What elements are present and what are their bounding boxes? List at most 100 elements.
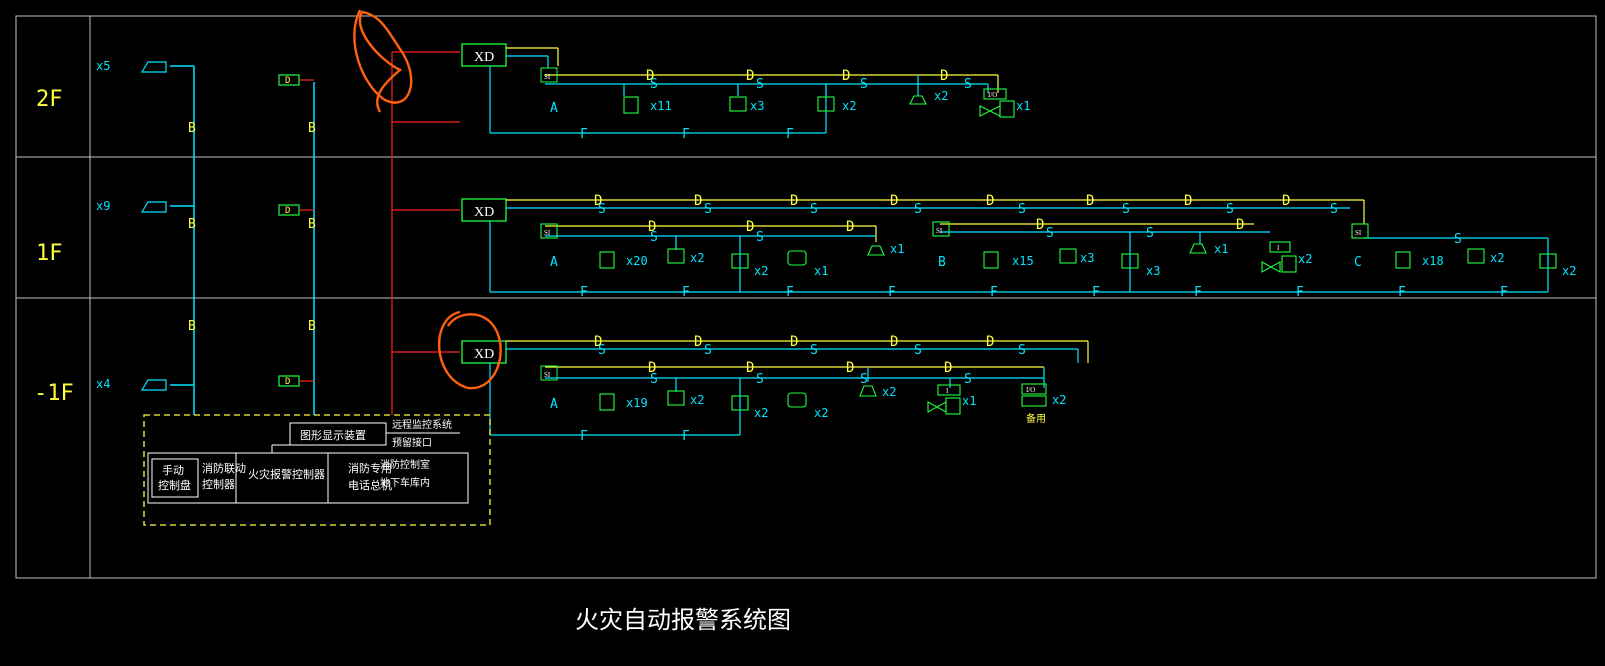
smoke-detector-icon (1395, 251, 1411, 269)
count: x11 (650, 99, 672, 113)
bus-b-label: B (188, 319, 196, 334)
si-module-label: SI (936, 227, 943, 235)
count: x2 (842, 99, 856, 113)
bus-s-label: S (756, 372, 764, 387)
zone-a-label: A (550, 397, 558, 412)
bus-s-label: S (650, 77, 658, 92)
loop-2f: SI D D D D S S S S F F F A I/O (489, 47, 1030, 142)
bus-s-label: S (756, 77, 764, 92)
bus-d-label: D (1282, 193, 1290, 209)
damper-icon (945, 397, 961, 415)
fan-label: 备用 (1026, 412, 1046, 425)
io-module-icon (1021, 383, 1047, 395)
count: x20 (626, 254, 648, 268)
module-box-icon (278, 204, 300, 216)
bus-f-label: F (1194, 285, 1202, 300)
count: x2 (1490, 251, 1504, 265)
bus-f-label: F (1296, 285, 1304, 300)
smoke-detector-icon (623, 96, 639, 114)
bus-d-label: D (986, 193, 994, 209)
count: x18 (1422, 254, 1444, 268)
diagram-title: 火灾自动报警系统图 (575, 607, 791, 634)
module-box-icon (278, 74, 300, 86)
phone-jack-icon (787, 250, 807, 266)
bus-d-label: D (746, 68, 754, 84)
bus-f-label: F (580, 285, 588, 300)
bus-d-label: D (1086, 193, 1094, 209)
heat-detector-icon (1059, 248, 1077, 264)
bus-f-label: F (786, 285, 794, 300)
floor-label-1f: 1F (36, 241, 63, 266)
zone-b-label: B (938, 255, 946, 270)
bus-s-label: S (964, 77, 972, 92)
count: x2 (754, 406, 768, 420)
bus-d-label: D (594, 334, 602, 350)
bus-d-label: D (646, 68, 654, 84)
io-label: I/O (988, 91, 997, 99)
bus-d-label: D (1184, 193, 1192, 209)
io-module-icon (983, 88, 1007, 100)
bus-d-label: D (694, 193, 702, 209)
loop-1f: SI SI SI D D D D D D D D D D D D D S S S… (489, 193, 1576, 300)
bus-b-label: B (188, 217, 196, 232)
bus-b-label: B (188, 121, 196, 136)
zone-a-label: A (550, 255, 558, 270)
io-module-icon (1269, 241, 1291, 253)
manual-panel-label: 手动 (162, 463, 184, 477)
bus-f-label: F (580, 429, 588, 444)
alarm-bell-icon (731, 253, 749, 269)
count: x3 (1080, 251, 1094, 265)
floor-label-m1f: -1F (34, 381, 74, 406)
bus-s-label: S (914, 343, 922, 358)
bus-d-label: D (940, 68, 948, 84)
control-room-panel: 图形显示装置 远程监控系统 预留接口 手动 控制盘 消防联动 控制器 火灾报警控… (143, 414, 491, 526)
bus-f-label: F (682, 429, 690, 444)
count: x2 (754, 264, 768, 278)
si-module-label: SI (544, 371, 551, 379)
heat-detector-icon (1467, 248, 1485, 264)
bus-d-label: D (846, 219, 854, 235)
bus-d-label: D (890, 334, 898, 350)
count: x3 (1146, 264, 1160, 278)
io-module-icon (937, 384, 961, 396)
count: x1 (1016, 99, 1030, 113)
bus-b-label: B (308, 217, 316, 232)
alarm-bell-icon (1121, 253, 1139, 269)
bus-s-label: S (704, 202, 712, 217)
module-label: D (285, 76, 290, 86)
reserved-port-label: 预留接口 (392, 436, 432, 449)
remote-monitor-label: 远程监控系统 (392, 418, 452, 431)
bus-d-label: D (842, 68, 850, 84)
bus-d-label: D (1036, 217, 1044, 233)
xd-boxes: XD XD XD (461, 43, 507, 364)
module-box-icon (278, 375, 300, 387)
bus-f-label: F (786, 127, 794, 142)
manual-panel-label: 控制盘 (158, 478, 191, 492)
count: x19 (626, 396, 648, 410)
bus-s-label: S (650, 230, 658, 245)
count: x2 (1298, 252, 1312, 266)
bus-s-label: S (1018, 202, 1026, 217)
fan-icon (1021, 395, 1047, 407)
xd-label-m1f: XD (474, 347, 494, 362)
bus-s-label: S (810, 202, 818, 217)
red-trunk (391, 51, 460, 415)
bus-s-label: S (1226, 202, 1234, 217)
bus-s-label: S (860, 77, 868, 92)
smoke-detector-icon (983, 251, 999, 269)
count: x2 (690, 251, 704, 265)
i-label: I (946, 387, 949, 395)
valve-icon (927, 401, 947, 413)
zone-a-label: A (550, 101, 558, 116)
bus-s-label: S (598, 343, 606, 358)
bus-s-label: S (914, 202, 922, 217)
alarm-bell-icon (731, 395, 749, 411)
bus-s-label: S (704, 343, 712, 358)
count-left-1f: x9 (96, 199, 110, 213)
bus-d-label: D (846, 360, 854, 376)
count: x2 (1562, 264, 1576, 278)
fire-alarm-controller-label: 火灾报警控制器 (248, 467, 325, 481)
xd-label-1f: XD (474, 205, 494, 220)
left-risers: D D D B B B B B B x5 x9 x4 (96, 59, 316, 415)
manual-call-point-icon (140, 61, 167, 73)
